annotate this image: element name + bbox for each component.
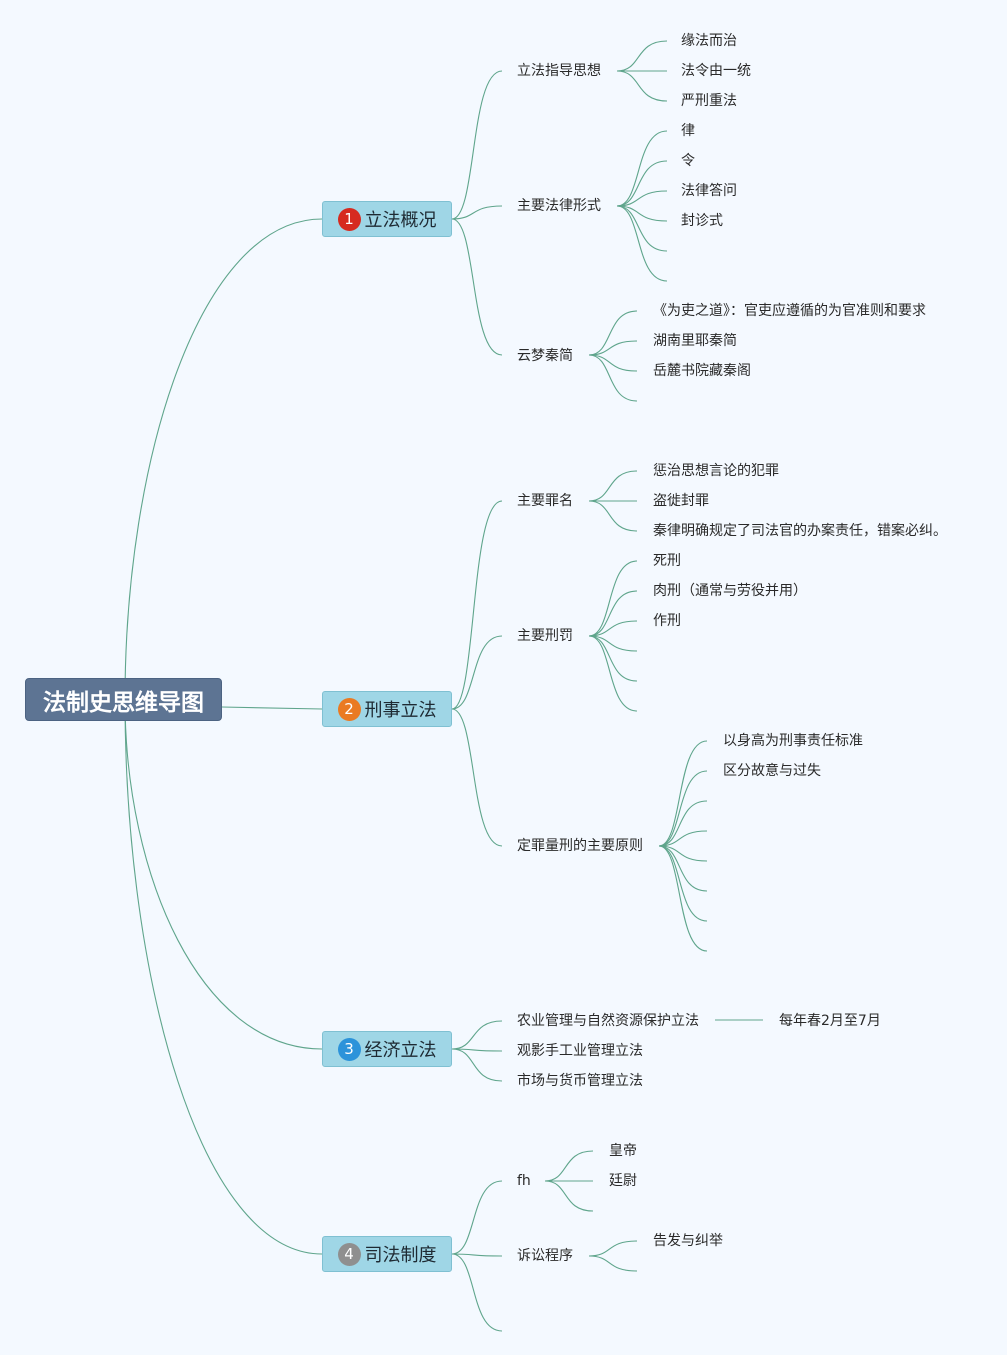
number-4-icon: 4 — [337, 1242, 361, 1266]
leaf-topic[interactable]: 告发与纠举 — [653, 1233, 723, 1249]
leaf-connector — [588, 590, 638, 637]
leaf-connector — [616, 160, 668, 207]
leaf-connector — [588, 310, 638, 356]
branch-connector — [451, 500, 503, 710]
root-connector — [124, 699, 323, 1050]
leaf-topic[interactable]: 缘法而治 — [681, 33, 737, 49]
leaf-topic[interactable]: 廷尉 — [609, 1173, 637, 1189]
leaf-connector — [616, 40, 668, 72]
subtopic[interactable]: 立法指导思想 — [517, 63, 601, 79]
subtopic[interactable]: 观影手工业管理立法 — [517, 1043, 643, 1059]
leaf-connector — [658, 845, 708, 862]
leaf-topic[interactable]: 肉刑（通常与劳役并用） — [653, 583, 807, 599]
leaf-topic[interactable]: 法律答问 — [681, 183, 737, 199]
leaf-connector — [588, 500, 638, 532]
leaf-topic[interactable]: 死刑 — [653, 553, 681, 569]
leaf-connector — [588, 635, 638, 712]
leaf-connector — [588, 354, 638, 372]
subtopic[interactable]: 主要罪名 — [517, 493, 573, 509]
leaf-topic[interactable]: 每年春2月至7月 — [779, 1013, 881, 1029]
subtopic[interactable]: 主要刑罚 — [517, 628, 573, 644]
leaf-connector — [658, 740, 708, 847]
branch-connector — [451, 1048, 503, 1052]
leaf-connector — [588, 620, 638, 637]
branch-connector — [451, 1180, 503, 1255]
root-connector — [124, 699, 323, 1255]
branch-connector — [451, 1048, 503, 1082]
number-2-icon: 2 — [337, 697, 361, 721]
leaf-connector — [588, 340, 638, 356]
leaf-connector — [658, 845, 708, 952]
branch-connector — [451, 708, 503, 847]
leaf-topic[interactable]: 令 — [681, 153, 695, 169]
branch-topic-4[interactable]: 4 司法制度 — [322, 1236, 452, 1272]
leaf-connector — [544, 1150, 594, 1182]
leaf-connector — [544, 1180, 594, 1212]
leaf-topic[interactable]: 以身高为刑事责任标准 — [723, 733, 863, 749]
leaf-connector — [588, 1240, 638, 1257]
leaf-connector — [616, 190, 668, 207]
leaf-topic[interactable]: 律 — [681, 123, 695, 139]
leaf-connector — [658, 800, 708, 847]
branch-connector — [451, 635, 503, 710]
root-topic[interactable]: 法制史思维导图 — [25, 678, 222, 721]
branch-topic-2[interactable]: 2 刑事立法 — [322, 691, 452, 727]
subtopic[interactable]: fh — [517, 1173, 531, 1189]
subtopic[interactable]: 云梦秦简 — [517, 348, 573, 364]
leaf-topic[interactable]: 《为吏之道》：官吏应遵循的为官准则和要求 — [653, 303, 926, 319]
leaf-connector — [658, 830, 708, 847]
leaf-topic[interactable]: 作刑 — [653, 613, 681, 629]
leaf-connector — [588, 470, 638, 502]
subtopic[interactable]: 诉讼程序 — [517, 1248, 573, 1264]
subtopic[interactable]: 市场与货币管理立法 — [517, 1073, 643, 1089]
leaf-connector — [588, 635, 638, 682]
leaf-topic[interactable]: 严刑重法 — [681, 93, 737, 109]
number-1-icon: 1 — [337, 207, 361, 231]
branch-topic-label: 司法制度 — [364, 1245, 437, 1266]
number-3-icon: 3 — [337, 1037, 361, 1061]
branch-connector — [451, 1020, 503, 1050]
branch-connector — [451, 1253, 503, 1257]
root-connector — [221, 706, 323, 710]
leaf-topic[interactable]: 惩治思想言论的犯罪 — [653, 463, 779, 479]
leaf-topic[interactable]: 盗徙封罪 — [653, 493, 709, 509]
branch-connector — [451, 218, 503, 356]
leaf-connector — [658, 770, 708, 847]
subtopic[interactable]: 定罪量刑的主要原则 — [517, 838, 643, 854]
leaf-topic[interactable]: 秦律明确规定了司法官的办案责任，错案必纠。 — [653, 523, 947, 539]
branch-connector — [451, 1253, 503, 1332]
leaf-connector — [616, 205, 668, 252]
leaf-topic[interactable]: 湖南里耶秦简 — [653, 333, 737, 349]
leaf-topic[interactable]: 皇帝 — [609, 1143, 637, 1159]
root-connector — [124, 218, 323, 701]
leaf-connector — [588, 560, 638, 637]
leaf-topic[interactable]: 岳麓书院藏秦阁 — [653, 363, 751, 379]
branch-connector — [451, 205, 503, 220]
branch-topic-label: 立法概况 — [364, 210, 437, 231]
branch-topic-label: 刑事立法 — [364, 700, 437, 721]
branch-topic-3[interactable]: 3 经济立法 — [322, 1031, 452, 1067]
leaf-connector — [616, 70, 668, 102]
leaf-connector — [588, 354, 638, 402]
branch-topic-label: 经济立法 — [364, 1040, 437, 1061]
leaf-topic[interactable]: 法令由一统 — [681, 63, 751, 79]
leaf-connector — [616, 205, 668, 282]
leaf-connector — [658, 845, 708, 922]
leaf-connector — [588, 635, 638, 652]
leaf-connector — [588, 1255, 638, 1272]
leaf-connector — [616, 205, 668, 222]
branch-connector — [451, 70, 503, 220]
root-topic-label: 法制史思维导图 — [43, 689, 204, 716]
leaf-topic[interactable]: 区分故意与过失 — [723, 763, 821, 779]
leaf-topic[interactable]: 封诊式 — [681, 213, 723, 229]
subtopic[interactable]: 主要法律形式 — [517, 198, 601, 214]
branch-topic-1[interactable]: 1 立法概况 — [322, 201, 452, 237]
subtopic[interactable]: 农业管理与自然资源保护立法 — [517, 1013, 699, 1029]
leaf-connector — [616, 130, 668, 207]
leaf-connector — [658, 845, 708, 892]
